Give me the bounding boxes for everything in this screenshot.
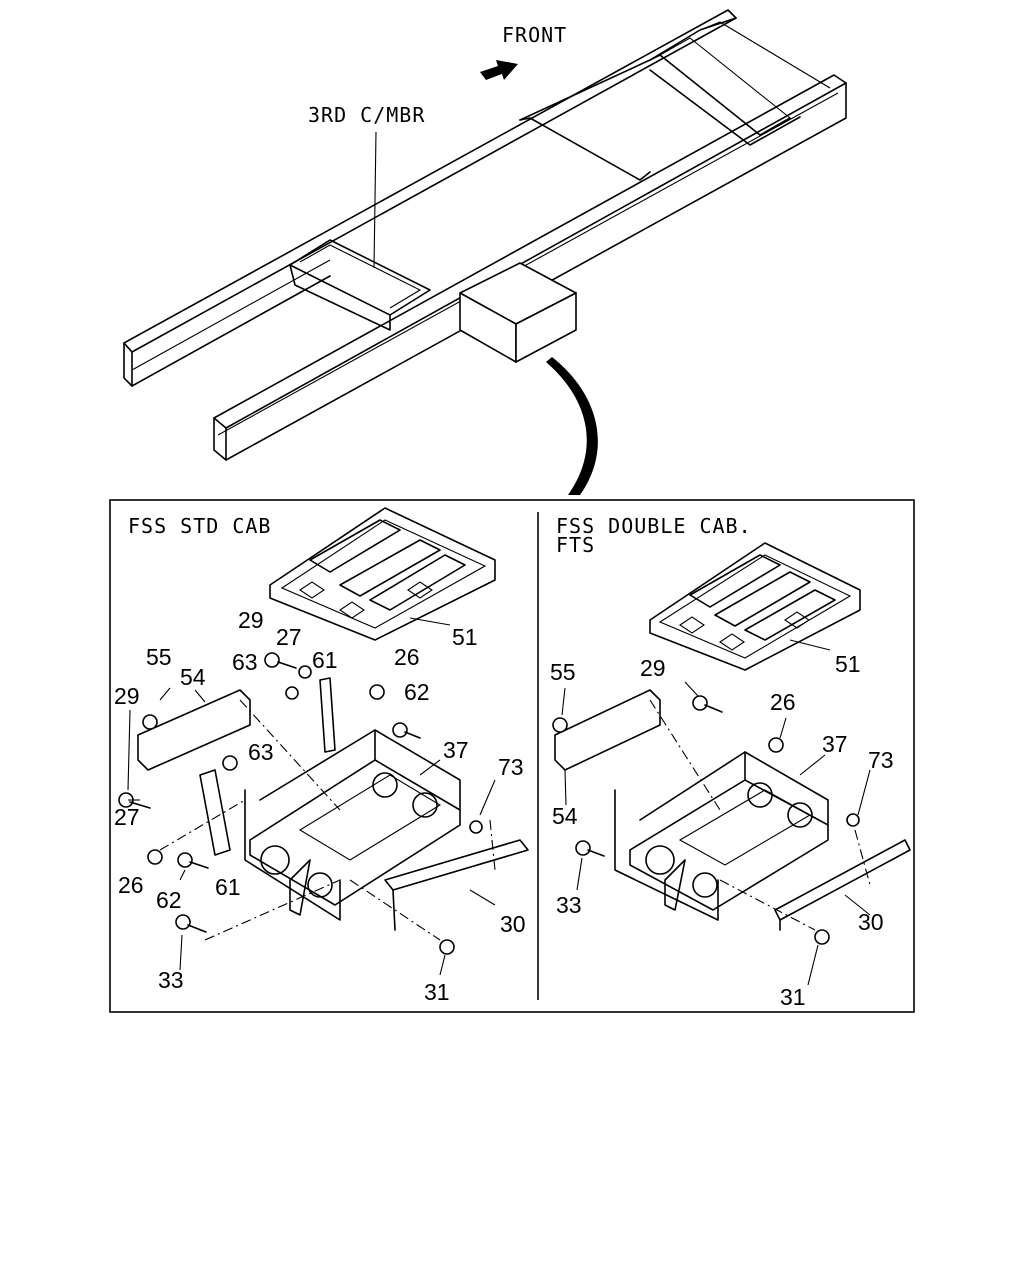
callout-right-37: 37 (822, 731, 848, 757)
panel-right-title-line1: FSS DOUBLE CAB. (556, 514, 752, 538)
left-battery-tray (244, 729, 461, 921)
panel-left-title: FSS STD CAB (128, 514, 271, 538)
callout-left-37: 37 (443, 737, 469, 763)
callout-left-55: 55 (146, 644, 172, 670)
callout-left-62a: 62 (404, 679, 430, 705)
callout-left-61a: 61 (312, 647, 338, 673)
callout-left-54: 54 (180, 664, 206, 690)
third-member-label: 3RD C/MBR (308, 103, 425, 127)
right-battery-tray (614, 751, 829, 921)
callout-left-51: 51 (452, 624, 478, 650)
callout-left-61b: 61 (215, 874, 241, 900)
callout-right-33: 33 (556, 892, 582, 918)
front-label: FRONT (502, 23, 567, 47)
callout-right-31: 31 (780, 984, 806, 1010)
callout-left-31: 31 (424, 979, 450, 1005)
callout-left-33: 33 (158, 967, 184, 993)
panel-right-title-line2: FTS (556, 533, 595, 557)
callout-left-29a: 29 (238, 607, 264, 633)
right-brackets (554, 689, 911, 931)
callout-right-26: 26 (770, 689, 796, 715)
right-leaders (561, 639, 871, 986)
right-fasteners (552, 695, 860, 945)
callout-left-63b: 63 (248, 739, 274, 765)
callout-left-30: 30 (500, 911, 526, 937)
callout-right-51: 51 (835, 651, 861, 677)
callout-right-54: 54 (552, 803, 578, 829)
left-brackets (137, 677, 529, 931)
right-tray-cover (649, 542, 861, 671)
callout-left-27a: 27 (276, 624, 302, 650)
callout-right-55: 55 (550, 659, 576, 685)
callout-left-27b: 27 (114, 804, 140, 830)
callout-left-62b: 62 (156, 887, 182, 913)
chassis-frame (123, 9, 847, 495)
callout-left-26b: 26 (118, 872, 144, 898)
callout-left-26a: 26 (394, 644, 420, 670)
callout-right-30: 30 (858, 909, 884, 935)
left-leaders (127, 617, 496, 976)
callout-left-73: 73 (498, 754, 524, 780)
callout-right-29: 29 (640, 655, 666, 681)
detail-box (109, 499, 915, 1013)
left-fasteners (118, 652, 483, 955)
callout-left-29b: 29 (114, 683, 140, 709)
callout-left-63a: 63 (232, 649, 258, 675)
left-tray-cover (269, 507, 496, 641)
callout-right-73: 73 (868, 747, 894, 773)
